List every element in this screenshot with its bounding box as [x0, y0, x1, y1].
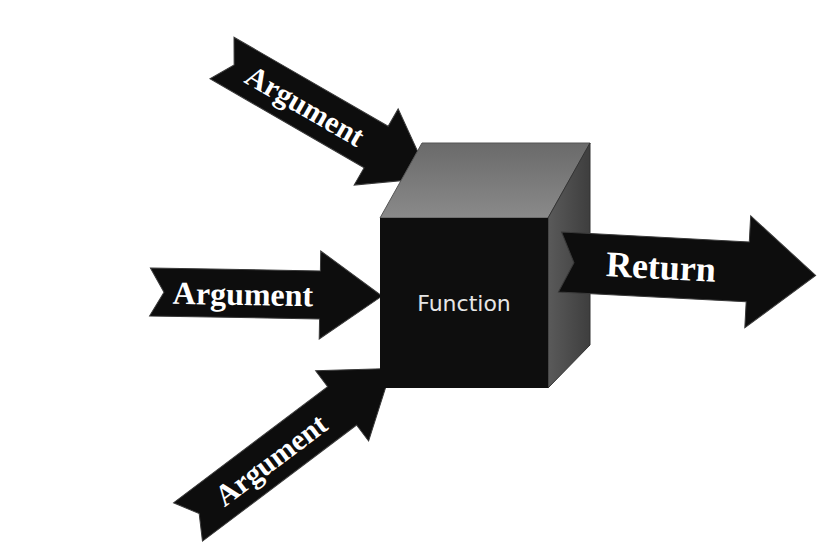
function-label: Function: [417, 291, 511, 316]
argument-arrow: [149, 248, 383, 340]
argument-label: Argument: [173, 277, 314, 311]
function-box: Function: [380, 218, 548, 388]
argument-label: Argument: [209, 408, 332, 511]
return-label: Return: [605, 246, 717, 288]
return-arrow: [557, 206, 819, 331]
